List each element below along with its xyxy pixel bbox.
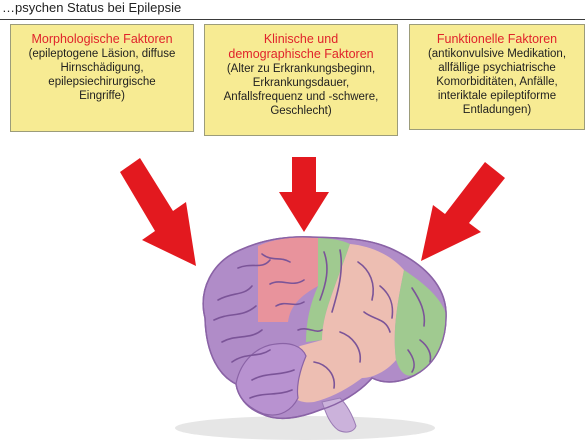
brain-shadow [175,416,435,440]
arrow-middle [279,157,329,232]
arrow-left [120,158,196,266]
arrow-right [421,162,505,261]
brain-illustration [175,237,446,440]
